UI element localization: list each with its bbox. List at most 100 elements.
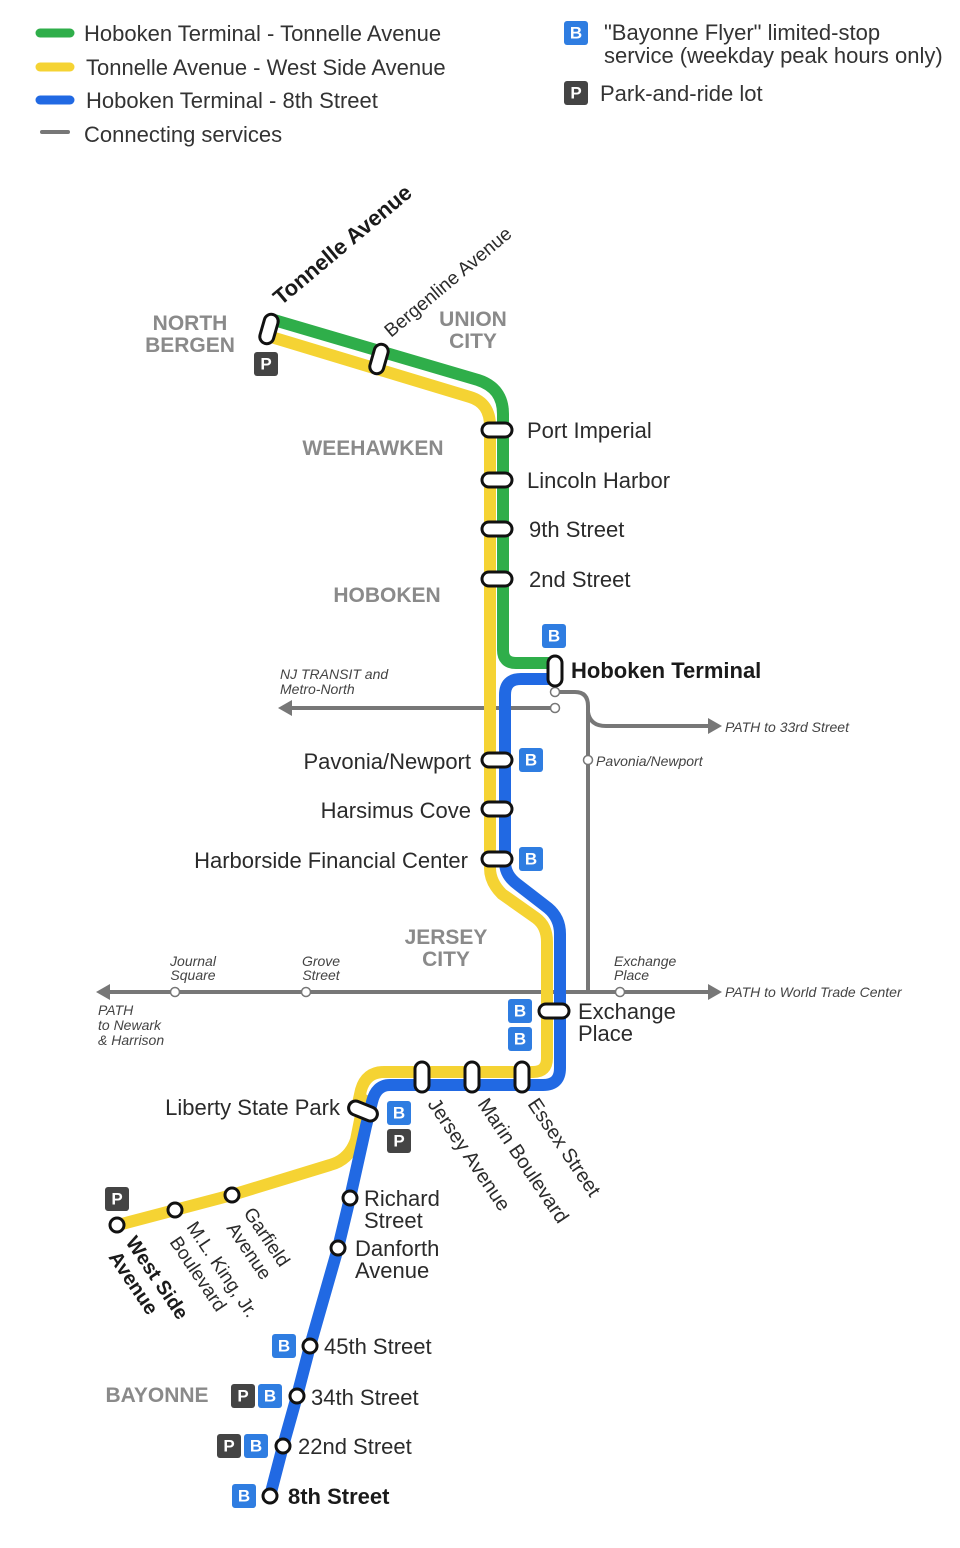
- legend-park-and-ride-label: Park-and-ride lot: [600, 81, 763, 106]
- station-marker-exchange-place[interactable]: [537, 1002, 571, 1020]
- station-marker-harsimus[interactable]: [480, 800, 514, 818]
- arrow-left-icon: [278, 700, 292, 716]
- station-label-tonnelle[interactable]: Tonnelle Avenue: [268, 180, 416, 310]
- b-badge-icon: [564, 21, 588, 45]
- area-union-city-1: UNION: [439, 308, 507, 331]
- station-label-hoboken-terminal[interactable]: Hoboken Terminal: [571, 658, 761, 683]
- station-label-harborside[interactable]: Harborside Financial Center: [194, 848, 468, 873]
- b-badge-icon: B: [508, 1027, 532, 1051]
- station-marker-bergenline[interactable]: [368, 342, 390, 376]
- b-badge-icon: B: [272, 1334, 296, 1358]
- yellow-line-west: [112, 1094, 370, 1231]
- station-label-harsimus[interactable]: Harsimus Cove: [321, 798, 471, 823]
- station-label-port-imperial[interactable]: Port Imperial: [527, 418, 652, 443]
- p-badge-icon: P: [231, 1384, 255, 1408]
- station-marker-essex[interactable]: [513, 1060, 531, 1094]
- p-badge-icon: P: [254, 352, 278, 376]
- station-marker-danforth[interactable]: [329, 1239, 347, 1257]
- station-label-danforth-1[interactable]: Danforth: [355, 1236, 439, 1261]
- legend-bayonne-flyer-line1: "Bayonne Flyer" limited-stop: [604, 20, 880, 45]
- svg-text:B: B: [250, 1437, 262, 1456]
- station-marker-pavonia[interactable]: [480, 751, 514, 769]
- svg-text:P: P: [223, 1437, 234, 1456]
- station-label-richard-1[interactable]: Richard: [364, 1186, 440, 1211]
- station-marker-34th[interactable]: [288, 1387, 306, 1405]
- station-label-marin[interactable]: Marin Boulevard: [473, 1094, 573, 1227]
- area-jersey-city-2: CITY: [422, 948, 470, 971]
- connecting-services: [96, 690, 722, 1000]
- legend-park-and-ride: P Park-and-ride lot: [564, 81, 763, 106]
- svg-text:P: P: [237, 1387, 248, 1406]
- station-marker-richard[interactable]: [341, 1189, 359, 1207]
- station-marker-port-imperial[interactable]: [480, 421, 514, 439]
- svg-text:B: B: [238, 1487, 250, 1506]
- station-label-2nd-street[interactable]: 2nd Street: [529, 567, 631, 592]
- legend-label-blue: Hoboken Terminal - 8th Street: [86, 88, 378, 113]
- station-marker-22nd[interactable]: [274, 1437, 292, 1455]
- area-jersey-city-1: JERSEY: [405, 926, 488, 949]
- path-stop-grove-street: [300, 986, 312, 998]
- connection-newark-2: to Newark: [98, 1017, 162, 1033]
- legend-bayonne-flyer: B "Bayonne Flyer" limited-stop service (…: [564, 20, 943, 68]
- station-marker-9th-street[interactable]: [480, 520, 514, 538]
- station-label-lincoln-harbor[interactable]: Lincoln Harbor: [527, 468, 670, 493]
- legend-label-green: Hoboken Terminal - Tonnelle Avenue: [84, 21, 441, 46]
- connection-exchange-2: Place: [614, 967, 649, 983]
- station-marker-mlk[interactable]: [166, 1201, 184, 1219]
- station-marker-lincoln-harbor[interactable]: [480, 471, 514, 489]
- station-label-exchange-place-1[interactable]: Exchange: [578, 999, 676, 1024]
- station-label-45th[interactable]: 45th Street: [324, 1334, 432, 1359]
- svg-text:B: B: [264, 1387, 276, 1406]
- connection-nj-transit-2: Metro-North: [280, 681, 355, 697]
- b-badge-icon: B: [258, 1384, 282, 1408]
- station-label-9th-street[interactable]: 9th Street: [529, 517, 624, 542]
- path-stop-hoboken: [549, 686, 561, 698]
- connection-grove-2: Street: [302, 967, 340, 983]
- svg-text:B: B: [393, 1104, 405, 1123]
- station-label-richard-2[interactable]: Street: [364, 1208, 423, 1233]
- connection-newark-1: PATH: [98, 1002, 134, 1018]
- station-marker-marin[interactable]: [463, 1060, 481, 1094]
- station-marker-jersey-ave[interactable]: [413, 1060, 431, 1094]
- station-marker-45th[interactable]: [301, 1337, 319, 1355]
- station-labels: Tonnelle Avenue Bergenline Avenue Port I…: [104, 180, 761, 1509]
- p-badge-icon: P: [217, 1434, 241, 1458]
- station-label-8th[interactable]: 8th Street: [288, 1484, 390, 1509]
- p-badge-icon: P: [387, 1129, 411, 1153]
- svg-text:B: B: [278, 1337, 290, 1356]
- legend-label-gray: Connecting services: [84, 122, 282, 147]
- area-north-bergen-2: BERGEN: [145, 334, 235, 357]
- station-label-pavonia[interactable]: Pavonia/Newport: [303, 749, 471, 774]
- connection-path-33rd: PATH to 33rd Street: [725, 719, 850, 735]
- blue-line: [264, 673, 566, 1502]
- station-label-22nd[interactable]: 22nd Street: [298, 1434, 412, 1459]
- b-badge-icon: B: [519, 748, 543, 772]
- station-label-34th[interactable]: 34th Street: [311, 1385, 419, 1410]
- station-marker-harborside[interactable]: [480, 850, 514, 868]
- station-label-liberty[interactable]: Liberty State Park: [165, 1095, 341, 1120]
- station-marker-garfield[interactable]: [223, 1186, 241, 1204]
- area-north-bergen-1: NORTH: [153, 312, 228, 335]
- station-label-danforth-2[interactable]: Avenue: [355, 1258, 429, 1283]
- b-badge-icon: B: [508, 999, 532, 1023]
- station-marker-liberty[interactable]: [346, 1099, 379, 1123]
- svg-text:P: P: [393, 1132, 404, 1151]
- station-marker-hoboken-terminal[interactable]: [546, 654, 564, 688]
- legend-bayonne-flyer-line2: service (weekday peak hours only): [604, 43, 943, 68]
- station-label-exchange-place-2[interactable]: Place: [578, 1021, 633, 1046]
- station-marker-west-side[interactable]: [108, 1216, 126, 1234]
- svg-text:B: B: [548, 627, 560, 646]
- station-marker-tonnelle[interactable]: [258, 312, 280, 346]
- connection-path-wtc: PATH to World Trade Center: [725, 984, 903, 1000]
- connection-journal-1: Journal: [169, 953, 217, 969]
- path-stop-journal-square: [169, 986, 181, 998]
- station-marker-8th[interactable]: [261, 1487, 279, 1505]
- station-marker-2nd-street[interactable]: [480, 570, 514, 588]
- area-bayonne: BAYONNE: [105, 1384, 208, 1407]
- path-hoboken-line: [555, 690, 590, 992]
- arrow-left-icon: [96, 984, 110, 1000]
- connection-newark-3: & Harrison: [98, 1032, 164, 1048]
- svg-text:P: P: [111, 1190, 122, 1209]
- b-badge-icon: B: [244, 1434, 268, 1458]
- path-33rd-line: [586, 711, 710, 728]
